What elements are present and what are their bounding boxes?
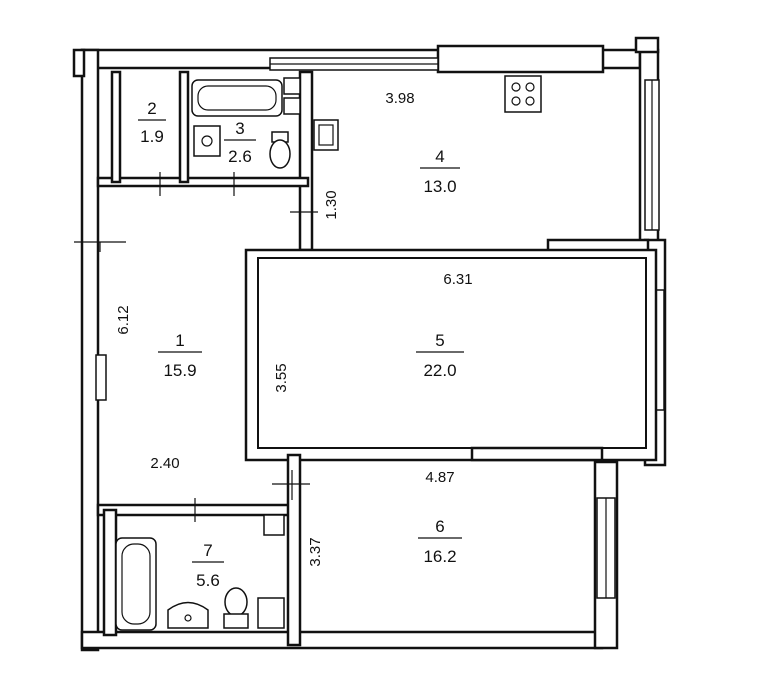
dim-bedroom-width: 4.87 <box>425 469 454 486</box>
room-7-number: 7 <box>203 541 212 560</box>
room-3-label: 3 2.6 <box>224 119 256 166</box>
room-3-area: 2.6 <box>228 147 252 166</box>
dim-kitchen-width: 3.98 <box>385 90 414 107</box>
hall-window <box>95 354 107 401</box>
room-2-number: 2 <box>147 99 156 118</box>
stove <box>504 75 542 113</box>
interior-walls <box>96 70 658 647</box>
dim-living-depth: 3.55 <box>273 363 290 392</box>
room-3-number: 3 <box>235 119 244 138</box>
room-6-label: 6 16.2 <box>418 517 462 566</box>
room-5-label: 5 22.0 <box>416 331 464 380</box>
fixtures <box>115 75 542 631</box>
room-6-area: 16.2 <box>423 547 456 566</box>
room-7-area: 5.6 <box>196 571 220 590</box>
dim-hall-width: 2.40 <box>150 455 179 472</box>
room-5-number: 5 <box>435 331 444 350</box>
room-4-label: 4 13.0 <box>420 147 460 196</box>
room-4-number: 4 <box>435 147 444 166</box>
room-6-number: 6 <box>435 517 444 536</box>
room-5-area: 22.0 <box>423 361 456 380</box>
bathtub-lower <box>115 537 157 631</box>
room-4-area: 13.0 <box>423 177 456 196</box>
room-2-area: 1.9 <box>140 127 164 146</box>
dim-hall-length: 6.12 <box>115 305 132 334</box>
room-7-label: 7 5.6 <box>192 541 224 590</box>
dim-bedroom-depth: 3.37 <box>307 537 324 566</box>
dim-corridor-width: 1.30 <box>323 190 340 219</box>
toilet-upper <box>269 139 291 169</box>
room-1-number: 1 <box>175 331 184 350</box>
room-1-label: 1 15.9 <box>158 331 202 380</box>
dim-living-width: 6.31 <box>443 271 472 288</box>
bathtub-upper <box>191 79 283 117</box>
sink-upper <box>193 125 221 157</box>
toilet-lower <box>224 587 248 617</box>
room-1-area: 15.9 <box>163 361 196 380</box>
room-2-label: 2 1.9 <box>138 99 166 146</box>
door-markers <box>74 172 318 522</box>
